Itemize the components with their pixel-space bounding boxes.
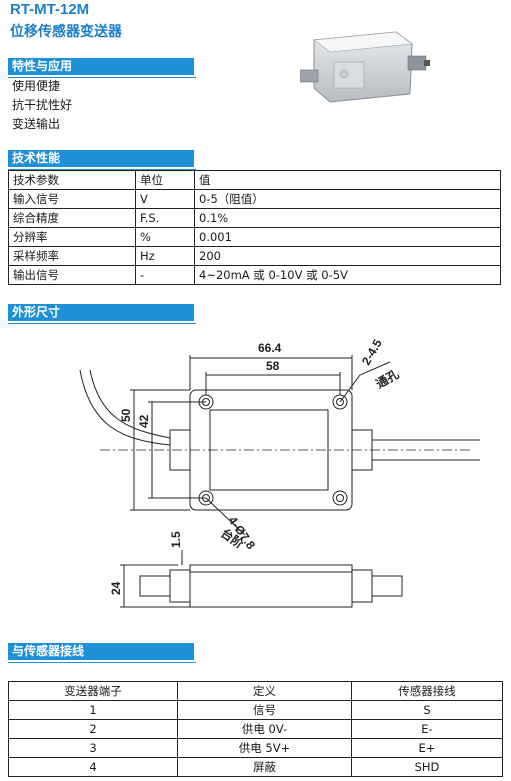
product-subtitle: 位移传感器变送器 (10, 24, 122, 40)
table-row: 输入信号 V 0-5（阻值） (8, 189, 501, 209)
column-header: 传感器接线 (351, 681, 503, 701)
table-row: 2 供电 0V- E- (8, 719, 503, 739)
table-cell: E- (351, 719, 503, 739)
table-header-row: 技术参数 单位 值 (8, 170, 501, 190)
table-header-row: 变送器端子 定义 传感器接线 (8, 681, 503, 701)
table-cell: 0.1% (194, 208, 501, 228)
dim-depth: 24 (109, 581, 123, 595)
table-cell: 0.001 (194, 227, 501, 247)
column-header: 单位 (135, 170, 195, 190)
spec-table: 技术参数 单位 值 输入信号 V 0-5（阻值） 综合精度 F.S. 0.1% … (8, 170, 501, 285)
table-row: 1 信号 S (8, 700, 503, 720)
table-cell: 屏蔽 (177, 757, 352, 777)
table-cell: F.S. (135, 208, 195, 228)
table-cell: 3 (8, 738, 178, 758)
column-header: 定义 (177, 681, 352, 701)
dim-hole: 2-4.5 (359, 337, 385, 368)
section-wiring: 与传感器接线 (8, 643, 196, 663)
column-header: 值 (194, 170, 501, 190)
feature-item: 抗干扰性好 (12, 98, 73, 112)
table-cell: 4~20mA 或 0-10V 或 0-5V (194, 265, 501, 285)
table-cell: - (135, 265, 195, 285)
column-header: 技术参数 (8, 170, 136, 190)
table-cell: SHD (351, 757, 503, 777)
dim-width-inner: 58 (266, 359, 280, 373)
dim-height-outer: 50 (119, 408, 133, 422)
table-cell: 200 (194, 246, 501, 266)
dim-height-inner: 42 (137, 414, 151, 428)
section-specs: 技术性能 (8, 150, 196, 170)
table-cell: 信号 (177, 700, 352, 720)
dim-hole-note: 通孔 (373, 366, 401, 391)
table-cell: 供电 0V- (177, 719, 352, 739)
table-cell: 供电 5V+ (177, 738, 352, 758)
table-cell: 4 (8, 757, 178, 777)
table-cell: 输入信号 (8, 189, 136, 209)
table-row: 3 供电 5V+ E+ (8, 738, 503, 758)
table-cell: S (351, 700, 503, 720)
wiring-table: 变送器端子 定义 传感器接线 1 信号 S 2 供电 0V- E- 3 供电 5… (8, 681, 503, 777)
table-cell: E+ (351, 738, 503, 758)
table-cell: 输出信号 (8, 265, 136, 285)
dim-offset: 1.5 (169, 531, 183, 548)
table-row: 4 屏蔽 SHD (8, 757, 503, 777)
feature-item: 使用便捷 (12, 79, 61, 93)
table-cell: 2 (8, 719, 178, 739)
table-cell: 采样频率 (8, 246, 136, 266)
table-cell: % (135, 227, 195, 247)
dimension-drawing: 66.4 58 2-4.5 通孔 50 42 4-Ø7.8 台阶 1.5 24 (79, 337, 480, 608)
table-cell: 0-5（阻值） (194, 189, 501, 209)
table-cell: 分辨率 (8, 227, 136, 247)
table-cell: 1 (8, 700, 178, 720)
table-row: 输出信号 - 4~20mA 或 0-10V 或 0-5V (8, 265, 501, 285)
feature-item: 变送输出 (12, 117, 61, 131)
table-cell: V (135, 189, 195, 209)
table-cell: Hz (135, 246, 195, 266)
dim-width-outer: 66.4 (258, 341, 282, 355)
column-header: 变送器端子 (8, 681, 178, 701)
table-row: 采样频率 Hz 200 (8, 246, 501, 266)
section-dimensions: 外形尺寸 (8, 304, 196, 324)
table-row: 分辨率 % 0.001 (8, 227, 501, 247)
product-photo (300, 31, 430, 103)
table-row: 综合精度 F.S. 0.1% (8, 208, 501, 228)
product-model: RT-MT-12M (10, 1, 90, 18)
section-features: 特性与应用 (8, 58, 196, 78)
table-cell: 综合精度 (8, 208, 136, 228)
